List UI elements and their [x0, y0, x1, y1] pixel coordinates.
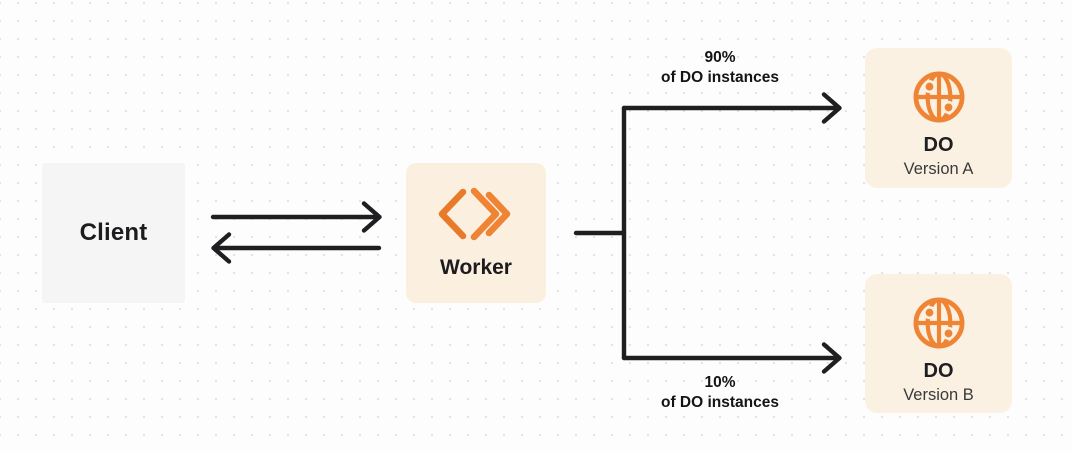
- do-version-b-title: DO: [923, 359, 954, 382]
- top-branch-caption: of DO instances: [661, 69, 779, 86]
- top-branch-label: 90% of DO instances: [600, 48, 840, 88]
- workers-logo-icon: [438, 187, 511, 241]
- globe-icon: [913, 71, 964, 123]
- do-version-b-subtitle: Version B: [903, 385, 974, 404]
- arrow-worker-to-client: [211, 232, 382, 264]
- client-node: Client: [42, 163, 185, 303]
- client-label: Client: [79, 219, 148, 246]
- bottom-branch-label: 10% of DO instances: [600, 373, 840, 413]
- do-version-b-node: DO Version B: [865, 274, 1012, 413]
- globe-icon: [913, 297, 964, 349]
- worker-label: Worker: [440, 256, 512, 279]
- top-branch-percentage: 90%: [704, 49, 736, 66]
- do-version-a-subtitle: Version A: [903, 160, 974, 179]
- arrow-to-do-version-a: [621, 92, 842, 124]
- arrow-to-do-version-b: [621, 342, 842, 374]
- do-version-a-node: DO Version A: [865, 48, 1012, 188]
- branch-connector: [573, 105, 627, 361]
- do-version-a-title: DO: [923, 134, 954, 157]
- arrow-client-to-worker: [210, 201, 382, 233]
- bottom-branch-caption: of DO instances: [661, 394, 779, 411]
- bottom-branch-percentage: 10%: [704, 374, 736, 391]
- worker-node: Worker: [406, 163, 546, 303]
